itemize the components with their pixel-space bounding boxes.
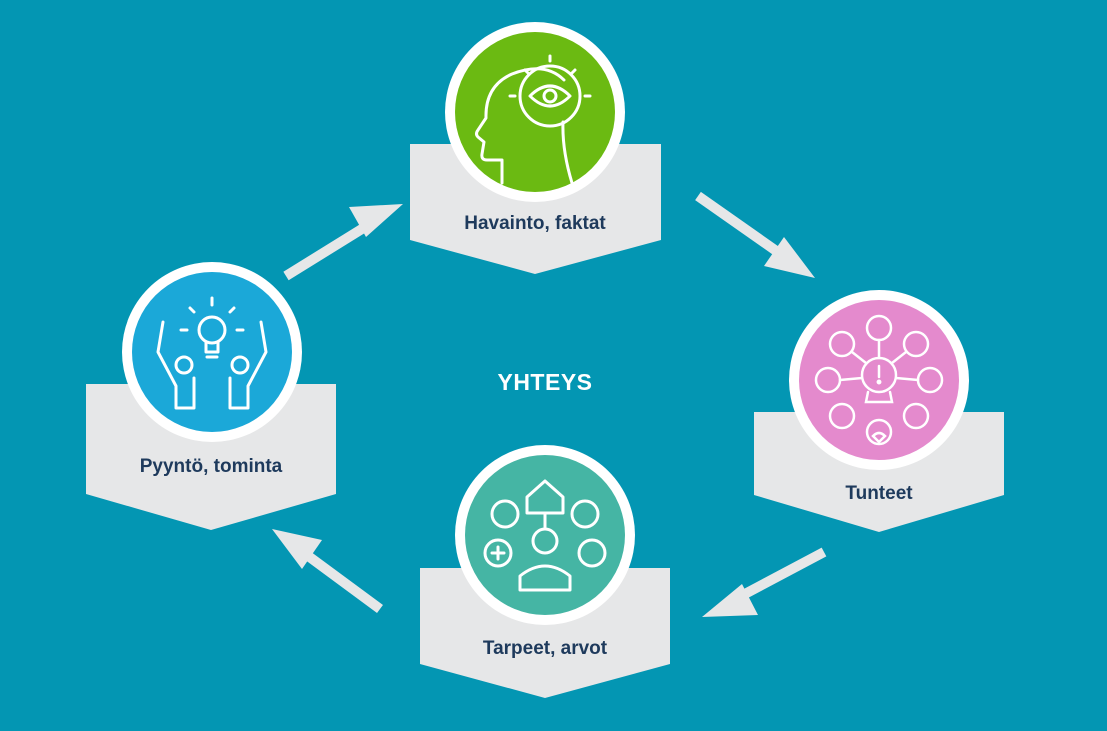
raised-hands-idea-icon — [156, 296, 268, 410]
step-tarpeet: Tarpeet, arvot — [420, 445, 670, 698]
center-label: YHTEYS — [497, 369, 592, 395]
head-eye-icon — [475, 54, 592, 185]
step-card — [420, 568, 670, 698]
step-card — [86, 384, 336, 530]
arrow-tunteet-to-tarpeet — [702, 547, 827, 617]
arrow-pyynto-to-havainto — [283, 204, 403, 281]
arrow-tarpeet-to-pyynto — [272, 529, 383, 614]
step-havainto: Havainto, faktat — [410, 22, 661, 274]
step-label: Havainto, faktat — [464, 213, 606, 234]
icon-badge-fill — [465, 455, 625, 615]
step-label: Pyyntö, tominta — [140, 456, 283, 477]
icon-badge-fill — [455, 32, 615, 192]
step-label: Tunteet — [845, 483, 913, 504]
needs-person-icon — [483, 479, 607, 592]
arrow-havainto-to-tunteet — [695, 191, 815, 278]
step-pyynto: Pyyntö, tominta — [86, 262, 336, 530]
emotions-icon — [814, 314, 944, 446]
step-tunteet: Tunteet — [754, 290, 1004, 532]
step-label: Tarpeet, arvot — [483, 638, 608, 659]
